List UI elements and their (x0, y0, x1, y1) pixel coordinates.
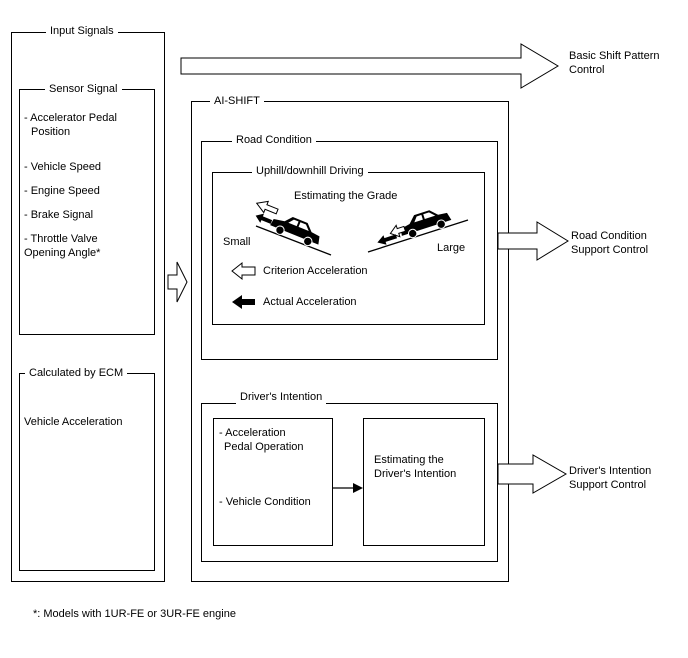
footnote: *: Models with 1UR-FE or 3UR-FE engine (33, 608, 236, 620)
basic-shift-pattern-label: Basic Shift Pattern (569, 50, 660, 62)
criterion-arrow-small-icon (255, 200, 279, 215)
actual-legend-solid-arrow-icon (232, 295, 255, 309)
estimating-intention-label: Estimating the (374, 454, 444, 466)
estimating-grade-label: Estimating the Grade (294, 190, 398, 202)
actual-arrow-large-icon (377, 234, 398, 245)
drivers-intention-title: Driver's Intention (236, 391, 327, 404)
road-condition-support-label: Road Condition (571, 230, 647, 242)
sensor-item: Opening Angle* (24, 247, 101, 259)
road-condition-support-label: Support Control (571, 244, 649, 256)
road-condition-title: Road Condition (232, 134, 316, 147)
intention-input-item: Pedal Operation (224, 441, 304, 453)
input-to-aishift-arrow-icon (167, 261, 188, 303)
car-downhill-icon (270, 217, 320, 247)
calculated-by-ecm-title: Calculated by ECM (25, 367, 128, 380)
intention-input-item: - Acceleration (219, 427, 286, 439)
uphill-slope-line (367, 219, 469, 253)
large-label: Large (437, 242, 466, 254)
sensor-item: - Vehicle Speed (24, 161, 102, 173)
road-condition-box (201, 141, 498, 360)
basic-shift-arrow-icon (180, 43, 559, 89)
intention-connector-arrow-icon (353, 483, 363, 493)
sensor-signal-title: Sensor Signal (45, 83, 122, 96)
drivers-intention-support-label: Driver's Intention (569, 465, 652, 477)
sensor-item: Position (31, 126, 71, 138)
drivers-intention-output-arrow-icon (497, 454, 568, 494)
sensor-item: - Throttle Valve (24, 233, 98, 245)
drivers-intention-support-label: Support Control (569, 479, 647, 491)
intention-input-item: - Vehicle Condition (219, 496, 311, 508)
input-signals-title: Input Signals (46, 25, 118, 38)
criterion-acceleration-label: Criterion Acceleration (263, 265, 368, 277)
uphill-downhill-title: Uphill/downhill Driving (252, 165, 368, 178)
actual-arrow-small-icon (255, 213, 273, 224)
road-condition-output-arrow-icon (497, 221, 569, 261)
intention-inputs-box (213, 418, 333, 546)
sensor-item: - Engine Speed (24, 185, 100, 197)
criterion-legend-hollow-arrow-icon (231, 261, 256, 281)
car-uphill-icon (400, 210, 452, 239)
estimating-intention-label: Driver's Intention (374, 468, 457, 480)
sensor-item: - Accelerator Pedal (24, 112, 117, 124)
sensor-item: - Brake Signal (24, 209, 94, 221)
estimating-intention-box (363, 418, 485, 546)
ai-shift-box (191, 101, 509, 582)
actual-acceleration-label: Actual Acceleration (263, 296, 357, 308)
basic-shift-pattern-label: Control (569, 64, 605, 76)
vehicle-acceleration-label: Vehicle Acceleration (24, 416, 123, 428)
downhill-slope-line (255, 225, 332, 256)
small-label: Small (223, 236, 251, 248)
ai-shift-title: AI-SHIFT (210, 95, 264, 108)
